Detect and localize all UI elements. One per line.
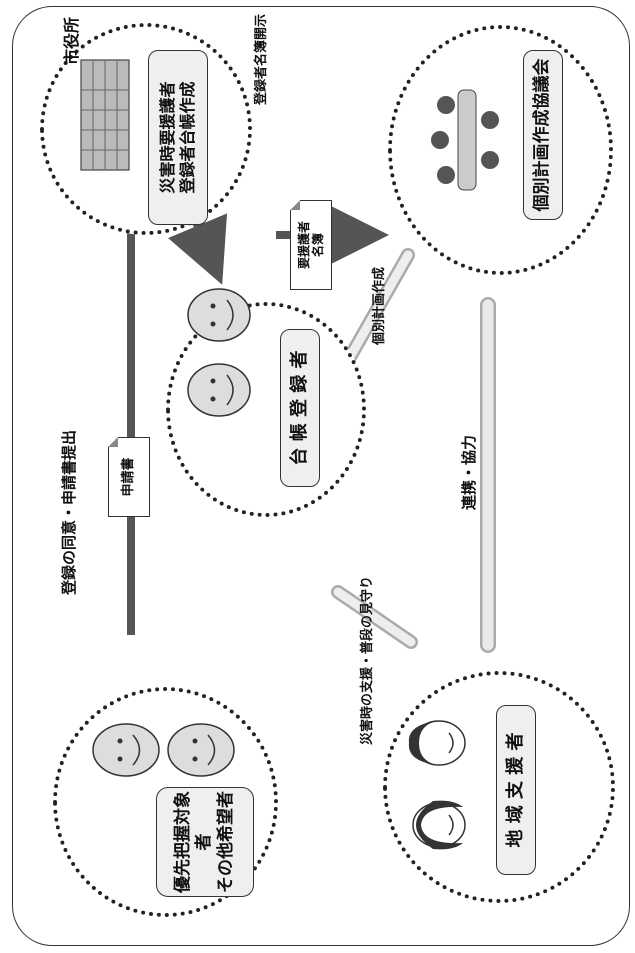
elderly-person-icon	[183, 280, 258, 350]
supporter-person-icon	[403, 703, 483, 783]
applicants-label: 優先把握対象者 その他希望者	[156, 787, 254, 897]
supporters-label: 地 域 支 援 者	[496, 705, 536, 875]
watch-edge-label: 災害時の支援・普段の見守り	[356, 576, 375, 745]
meeting-icon	[418, 75, 508, 205]
building-icon	[73, 55, 133, 175]
disclose-document-icon: 要援護者 名簿	[290, 200, 332, 290]
disclose-edge-label: 登録者名簿開示	[250, 14, 269, 105]
apply-document-icon: 申請書	[108, 437, 150, 517]
diagram-canvas: 優先把握対象者 その他希望者 台 帳 登 録 者 市役所 災害時要援護者 登録者…	[18, 15, 623, 935]
coop-edge-label: 連携・協力	[458, 435, 479, 510]
registrants-label: 台 帳 登 録 者	[280, 329, 320, 487]
elderly-person-icon	[183, 355, 258, 425]
city-hall-label: 災害時要援護者 登録者台帳作成	[148, 50, 208, 225]
elderly-person-icon	[88, 715, 168, 785]
supporter-person-icon	[403, 785, 483, 865]
council-label: 個別計画作成協議会	[523, 50, 563, 220]
elderly-person-icon	[163, 715, 243, 785]
apply-edge-label: 登録の同意・申請書提出	[58, 430, 79, 595]
plan-edge-label: 個別計画作成	[368, 267, 387, 345]
